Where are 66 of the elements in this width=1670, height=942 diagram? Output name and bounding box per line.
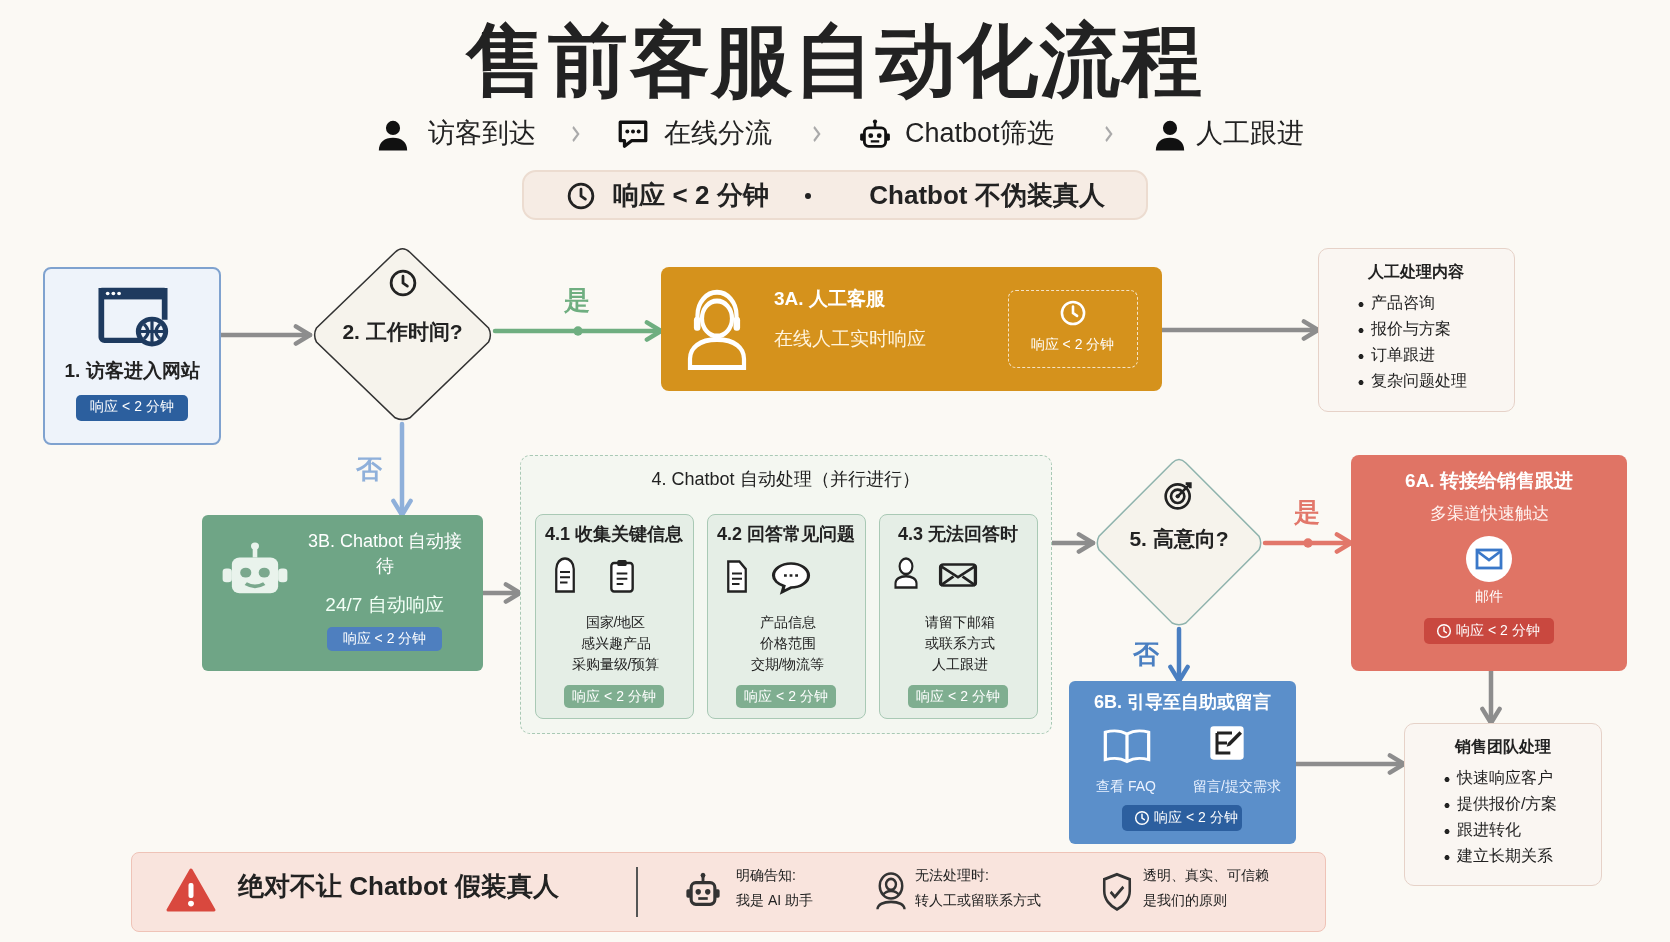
node-title: 2. 工作时间? — [341, 319, 464, 345]
note-text: 我是 AI 助手 — [736, 891, 814, 910]
node-title: 4.2 回答常见问题 — [716, 523, 856, 546]
badge-text: 响应 < 2 分钟 — [1154, 808, 1238, 827]
note-title: 无法处理时: — [915, 866, 990, 885]
node-text: 价格范围 — [758, 634, 817, 653]
node-text: 请留下邮箱 — [923, 613, 996, 632]
node-title: 1. 访客进入网站 — [63, 359, 201, 383]
title: 售前客服自动化流程 — [464, 15, 1205, 107]
node-title: 人工处理内容 — [1367, 262, 1465, 282]
process-box — [1351, 455, 1627, 671]
node-title: 4.3 无法回答时 — [897, 523, 1019, 546]
step-label: 人工跟进 — [1196, 117, 1304, 150]
info-card — [1318, 248, 1515, 412]
node-title: 3A. 人工客服 — [774, 287, 886, 311]
node-text: 24/7 自动响应 — [324, 593, 445, 617]
node-text: 在线人工实时响应 — [774, 327, 927, 351]
process-box — [707, 514, 866, 719]
process-box — [202, 515, 483, 671]
group-box — [520, 455, 1052, 734]
node-text: 响应 < 2 分钟 — [1029, 335, 1116, 354]
arrow — [1168, 626, 1190, 684]
banner-text: 响应 < 2 分钟 — [612, 179, 770, 212]
option-label: 留言/提交需求 — [1192, 777, 1282, 796]
step-label: 访客到达 — [428, 117, 536, 150]
time-badge: 响应 < 2 分钟 — [564, 685, 664, 708]
node-text: 多渠道快速触达 — [1428, 503, 1550, 525]
option-label: 查看 FAQ — [1095, 777, 1157, 796]
time-box — [1008, 290, 1138, 368]
node-title: 6B. 引导至自助或留言 — [1093, 691, 1272, 714]
node-title: 5. 高意向? — [1128, 526, 1230, 552]
node-title: 6A. 转接给销售跟进 — [1404, 469, 1574, 493]
node-title: 销售团队处理 — [1453, 737, 1552, 757]
node-text: 或联系方式 — [923, 634, 996, 653]
badge-text: 响应 < 2 分钟 — [1456, 621, 1540, 640]
process-box — [535, 514, 694, 719]
warning-banner — [131, 852, 1326, 932]
channel-label: 邮件 — [1474, 587, 1504, 606]
node-text: 交期/物流等 — [749, 655, 826, 674]
time-badge: 响应 < 2 分钟 — [736, 685, 836, 708]
time-badge: 响应 < 2 分钟 — [327, 627, 442, 651]
banner-pill — [522, 170, 1148, 220]
process-box — [879, 514, 1038, 719]
node-text: 产品信息 — [758, 613, 817, 632]
node-title: 3B. Chatbot 自动接待 — [306, 530, 464, 579]
process-box — [43, 267, 221, 445]
node-title: 4.1 收集关键信息 — [544, 523, 684, 546]
step-label: 在线分流 — [664, 117, 772, 150]
note-text: 是我们的原则 — [1143, 891, 1228, 910]
banner-text: Chatbot 不伪装真人 — [868, 179, 1106, 212]
note-title: 明确告知: — [736, 866, 797, 885]
node-text: 采购量级/预算 — [570, 655, 661, 674]
process-box — [1069, 681, 1296, 844]
node-text: 人工跟进 — [930, 655, 989, 674]
group-title: 4. Chatbot 自动处理（并行进行） — [650, 468, 921, 491]
step-label: Chatbot筛选 — [905, 117, 1054, 150]
node-text: 感兴趣产品 — [579, 634, 652, 653]
process-box — [661, 267, 1162, 391]
node-text: 国家/地区 — [584, 613, 647, 632]
info-card — [1404, 723, 1602, 886]
time-badge: 响应 < 2 分钟 — [908, 685, 1008, 708]
arrow — [391, 421, 413, 518]
note-text: 转人工或留联系方式 — [915, 891, 1042, 910]
time-badge: 响应 < 2 分钟 — [76, 395, 188, 421]
note-title: 透明、真实、可信赖 — [1143, 866, 1270, 885]
banner-title: 绝对不让 Chatbot 假装真人 — [238, 870, 560, 903]
